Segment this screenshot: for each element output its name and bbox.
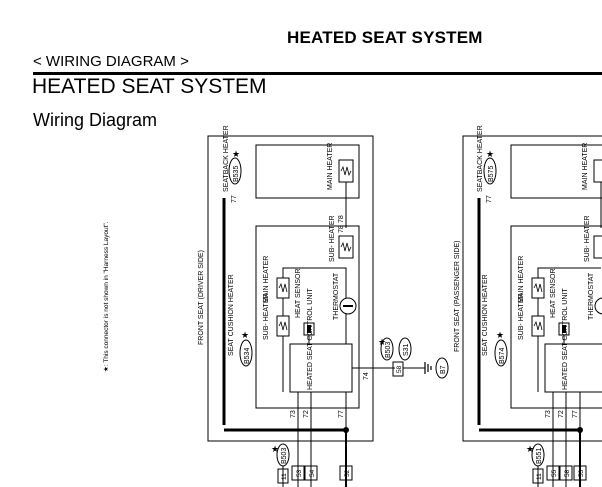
driver-cushion-label: SEAT CUSHION HEATER (228, 274, 235, 356)
driver-lower-pin-3: 54 (309, 469, 316, 477)
driver-seat-box (207, 135, 374, 442)
driver-seatback-label: SEATBACK HEATER (223, 125, 230, 192)
driver-main-heater-label: MAIN HEATER (327, 143, 334, 190)
driver-sub-heater-label: SUB- HEATER (329, 215, 336, 262)
driver-ground-conn-oval (435, 357, 449, 379)
passenger-lower-pin-4: 53 (578, 469, 585, 477)
driver-side-pin-box (392, 361, 404, 377)
driver-ground-conn: B7 (440, 365, 447, 374)
driver-side-pin: 58 (396, 365, 403, 373)
driver-side: FRONT SEAT (DRIVER SIDE) SEATBACK HEATER… (198, 125, 449, 487)
passenger-seat-label: FRONT SEAT (PASSENGER SIDE) (454, 240, 461, 352)
passenger-seat-box (462, 135, 602, 442)
passenger-pin-73: 73 (545, 410, 552, 418)
driver-pin-77b: 77 (338, 410, 345, 418)
breadcrumb: < WIRING DIAGRAM > (33, 53, 189, 70)
passenger-lower-conn-oval (531, 443, 545, 467)
passenger-heat-sensor-label: HEAT SENSOR (550, 268, 557, 318)
driver-pin-74: 74 (363, 372, 370, 380)
driver-star-4: ★ (271, 444, 279, 454)
passenger-cushion-label: SEAT CUSHION HEATER (482, 274, 489, 356)
passenger-star-1: ★ (486, 149, 494, 159)
passenger-seatback-conn: B575 (488, 166, 495, 182)
passenger-lower-pin-1: 11 (536, 473, 543, 480)
driver-seat-label: FRONT SEAT (DRIVER SIDE) (198, 250, 205, 345)
driver-lower-conn: B503 (281, 448, 288, 464)
driver-side-conn2: S31 (403, 343, 410, 356)
driver-seatback-conn: B535 (233, 166, 240, 182)
passenger-cushion-main-label: MAIN HEATER (518, 256, 525, 303)
driver-cushion-conn-oval (239, 339, 253, 367)
driver-cushion-conn: B534 (244, 348, 251, 364)
passenger-cushion-main-heater (531, 277, 545, 299)
driver-star-1: ★ (232, 149, 240, 159)
driver-pin-78b: 78 (338, 225, 345, 233)
passenger-side: FRONT SEAT (PASSENGER SIDE) SEATBACK HEA… (454, 125, 602, 487)
driver-pin-78a: 78 (338, 215, 345, 223)
driver-seatback-box (255, 144, 360, 199)
passenger-control-unit (544, 343, 602, 393)
passenger-star-3: ★ (526, 444, 534, 454)
driver-star-3: ★ (378, 337, 386, 347)
passenger-sub-heater-label: SUB- HEATER (584, 215, 591, 262)
driver-cushion-main-label: MAIN HEATER (263, 256, 270, 303)
driver-side-conn: B503 (385, 342, 392, 358)
passenger-main-heater-label: MAIN HEATER (582, 143, 589, 190)
driver-thermostat-label: THERMOSTAT (333, 272, 340, 320)
driver-side-conn-oval (380, 337, 394, 361)
driver-lower-pin-4: 52 (344, 469, 351, 477)
driver-thermostat (339, 297, 357, 315)
passenger-cushion-conn: B574 (499, 348, 506, 364)
passenger-star-2: ★ (496, 330, 504, 340)
driver-star-2: ★ (241, 330, 249, 340)
driver-lower-pin-box-3 (304, 465, 318, 481)
sub-title: Wiring Diagram (33, 110, 158, 130)
driver-lower-pin-box-2 (291, 465, 305, 481)
driver-cushion-sub-heater (276, 315, 290, 337)
driver-seatback-conn-oval (228, 157, 242, 185)
driver-sub-heater (338, 235, 354, 259)
passenger-cushion-sub-heater (531, 315, 545, 337)
section-title: HEATED SEAT SYSTEM (32, 75, 267, 98)
driver-cushion-main-heater (276, 277, 290, 299)
passenger-lower-pin-3: 58 (564, 469, 571, 477)
driver-cushion-box (255, 225, 360, 409)
driver-lower-pin-box-4 (339, 465, 353, 481)
driver-cushion-sub-label: SUB- HEATER (263, 293, 270, 340)
passenger-thermostat-label: THERMOSTAT (588, 272, 595, 320)
header-rule (33, 72, 602, 75)
passenger-pin-77b: 77 (572, 410, 579, 418)
page-header: HEATED SEAT SYSTEM (287, 28, 483, 47)
passenger-pin-77a: 77 (486, 195, 493, 203)
passenger-control-unit-label: HEATED SEAT CONTROL UNIT (562, 288, 569, 390)
driver-pin-73: 73 (290, 410, 297, 418)
driver-main-heater-zigzag (340, 165, 352, 177)
passenger-pin-72: 72 (558, 410, 565, 418)
driver-lower-pin-2: 53 (296, 469, 303, 477)
passenger-seatback-box (510, 144, 602, 199)
passenger-cushion-sub-label: SUB- HEATER (518, 293, 525, 340)
driver-pin-72: 72 (303, 410, 310, 418)
passenger-seatback-conn-oval (483, 157, 497, 185)
driver-side-conn2-oval (398, 337, 412, 361)
passenger-cushion-box (510, 225, 602, 409)
driver-control-unit-label: HEATED SEAT CONTROL UNIT (307, 288, 314, 390)
driver-control-unit (289, 343, 353, 393)
driver-pin-77a: 77 (231, 195, 238, 203)
driver-heat-sensor-label: HEAT SENSOR (295, 268, 302, 318)
driver-lower-pin-1: 11 (281, 473, 288, 480)
driver-lower-conn-oval (276, 443, 290, 467)
harness-note: ★: This connector is not shown in "Harne… (103, 221, 110, 372)
passenger-lower-conn: B551 (536, 448, 543, 464)
passenger-seatback-label: SEATBACK HEATER (477, 125, 484, 192)
driver-lower-pin-box-1 (277, 468, 289, 484)
passenger-lower-pin-2: 55 (551, 469, 558, 477)
passenger-cushion-conn-oval (494, 339, 508, 367)
